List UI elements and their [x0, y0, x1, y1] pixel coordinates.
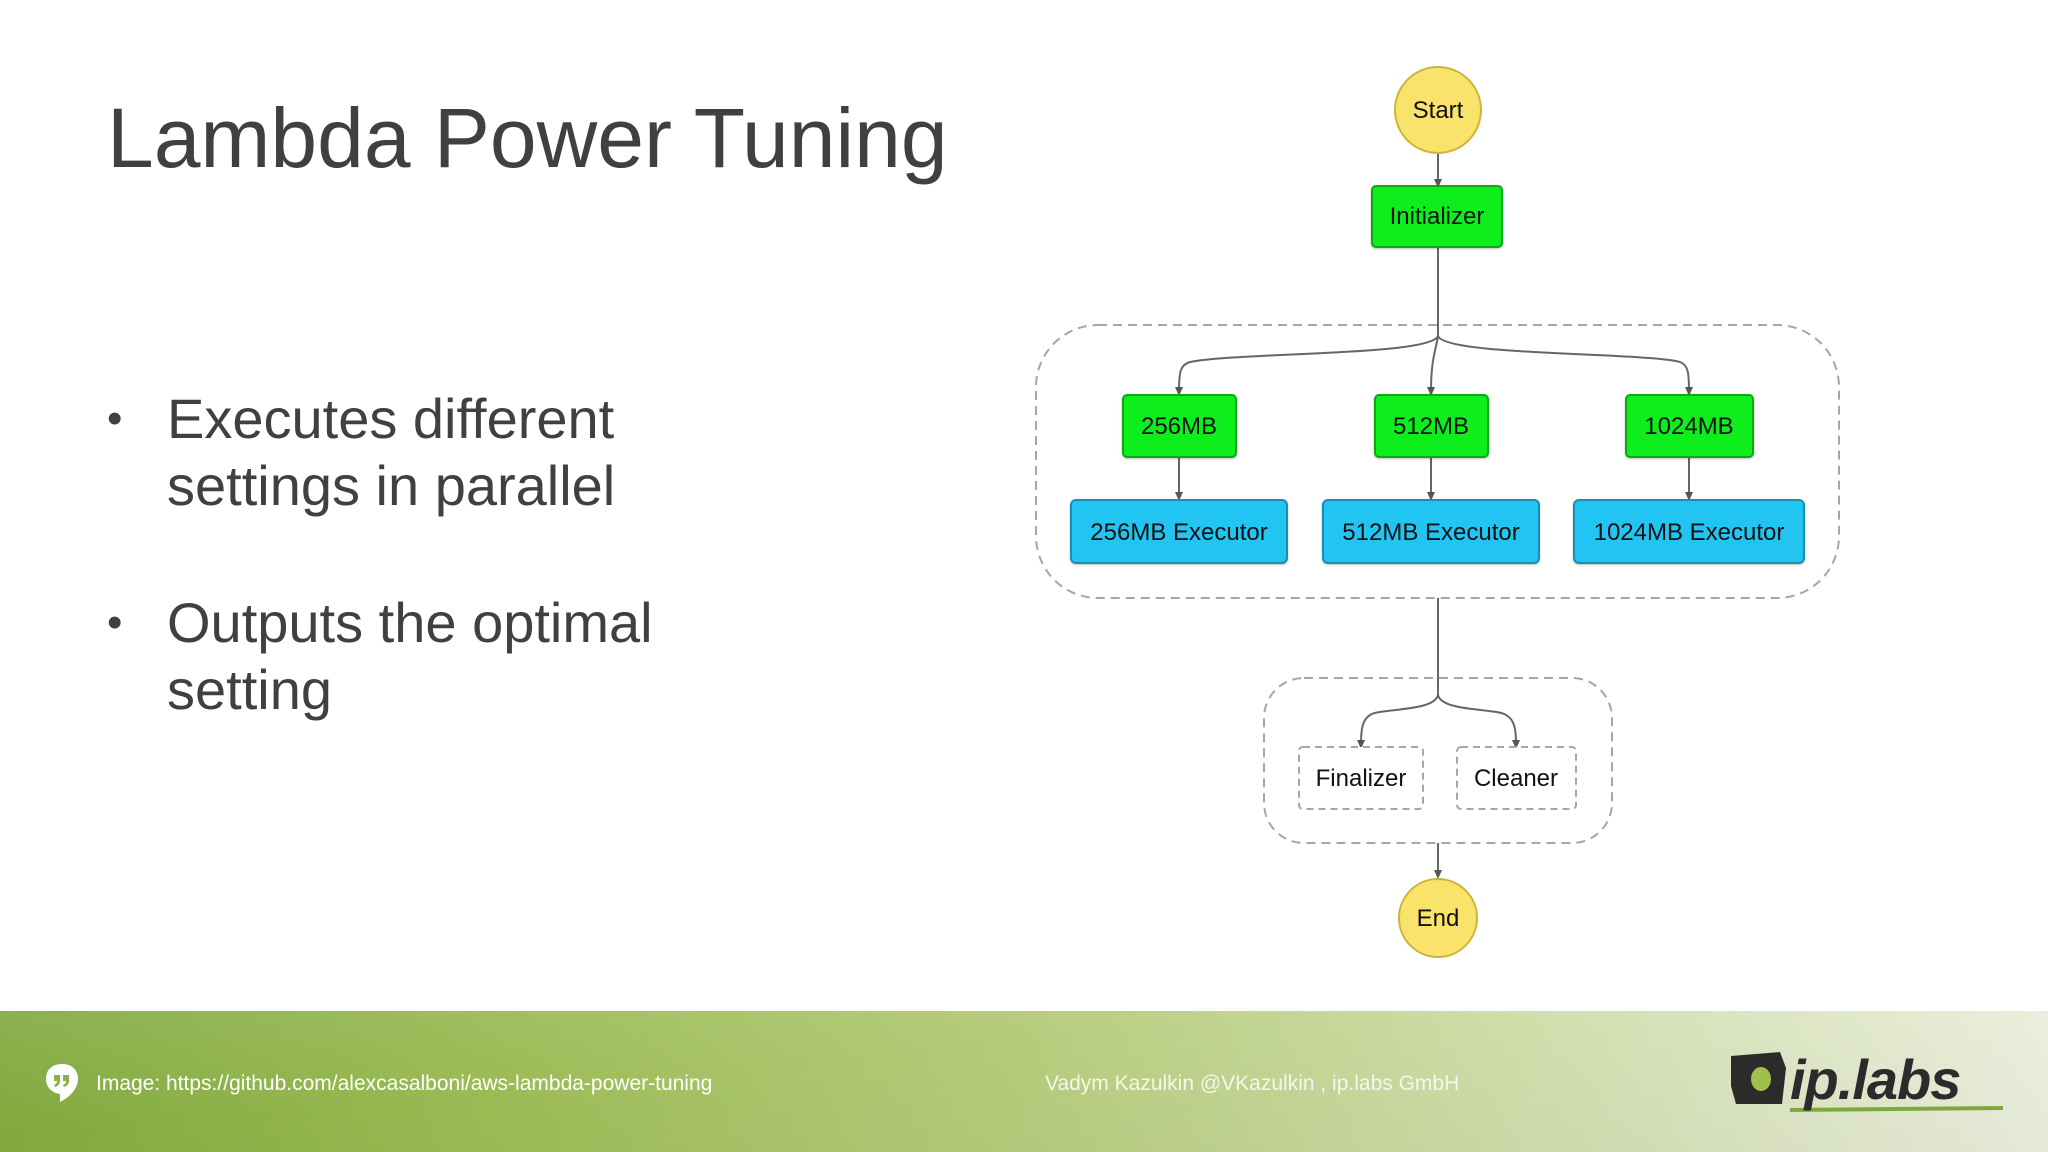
bullet-dot-icon: •	[107, 394, 123, 443]
executor-node-256: 256MB Executor	[1070, 499, 1288, 564]
bullet-item: • Outputs the optimal setting	[107, 589, 867, 723]
memory-node-256: 256MB	[1122, 394, 1237, 458]
initializer-node: Initializer	[1371, 185, 1503, 248]
state-machine-diagram: Start Initializer 256MB 512MB 1024MB 256…	[1035, 66, 1840, 958]
start-node: Start	[1394, 66, 1482, 154]
image-source-text: Image: https://github.com/alexcasalboni/…	[96, 1072, 713, 1095]
bullet-line: Outputs the optimal	[167, 591, 653, 654]
bullet-line: setting	[167, 658, 332, 721]
bullet-dot-icon: •	[107, 598, 123, 647]
edge-split-1024	[1437, 335, 1693, 396]
executor-label: 1024MB Executor	[1594, 519, 1785, 546]
initializer-label: Initializer	[1390, 203, 1485, 230]
ip-labs-logo	[1731, 1052, 2004, 1112]
finalizer-label: Finalizer	[1316, 765, 1407, 792]
executor-node-512: 512MB Executor	[1322, 499, 1540, 564]
bullet-line: Executes different	[167, 387, 615, 450]
logo-wordmark: ip.labs	[1790, 1047, 1961, 1112]
end-node: End	[1398, 878, 1478, 958]
bullet-list: • Executes different settings in paralle…	[107, 385, 867, 723]
logo-text: ip.labs	[1790, 1048, 1961, 1111]
author-text: Vadym Kazulkin @VKazulkin , ip.labs GmbH	[1045, 1072, 1460, 1095]
start-label: Start	[1413, 97, 1464, 124]
finalizer-node: Finalizer	[1298, 746, 1424, 810]
memory-label: 1024MB	[1644, 413, 1733, 440]
edge-split-512	[1427, 335, 1439, 396]
edge-split-256	[1175, 335, 1439, 396]
executor-node-1024: 1024MB Executor	[1573, 499, 1805, 564]
memory-node-512: 512MB	[1374, 394, 1489, 458]
slide-title: Lambda Power Tuning	[107, 91, 948, 185]
cleaner-node: Cleaner	[1456, 746, 1577, 810]
cleaner-label: Cleaner	[1474, 765, 1558, 792]
footer-shade	[0, 1011, 2048, 1152]
bullet-line: settings in parallel	[167, 454, 616, 517]
edge-split-cleaner	[1437, 694, 1520, 749]
bullet-item: • Executes different settings in paralle…	[107, 385, 867, 519]
memory-label: 256MB	[1141, 413, 1217, 440]
memory-label: 512MB	[1393, 413, 1469, 440]
edge-split-finalizer	[1357, 694, 1439, 749]
end-label: End	[1417, 905, 1460, 932]
executor-label: 256MB Executor	[1090, 519, 1267, 546]
speech-bubble-quote-icon	[46, 1064, 78, 1102]
executor-label: 512MB Executor	[1342, 519, 1519, 546]
footer-bar	[0, 1011, 2048, 1152]
memory-node-1024: 1024MB	[1625, 394, 1754, 458]
